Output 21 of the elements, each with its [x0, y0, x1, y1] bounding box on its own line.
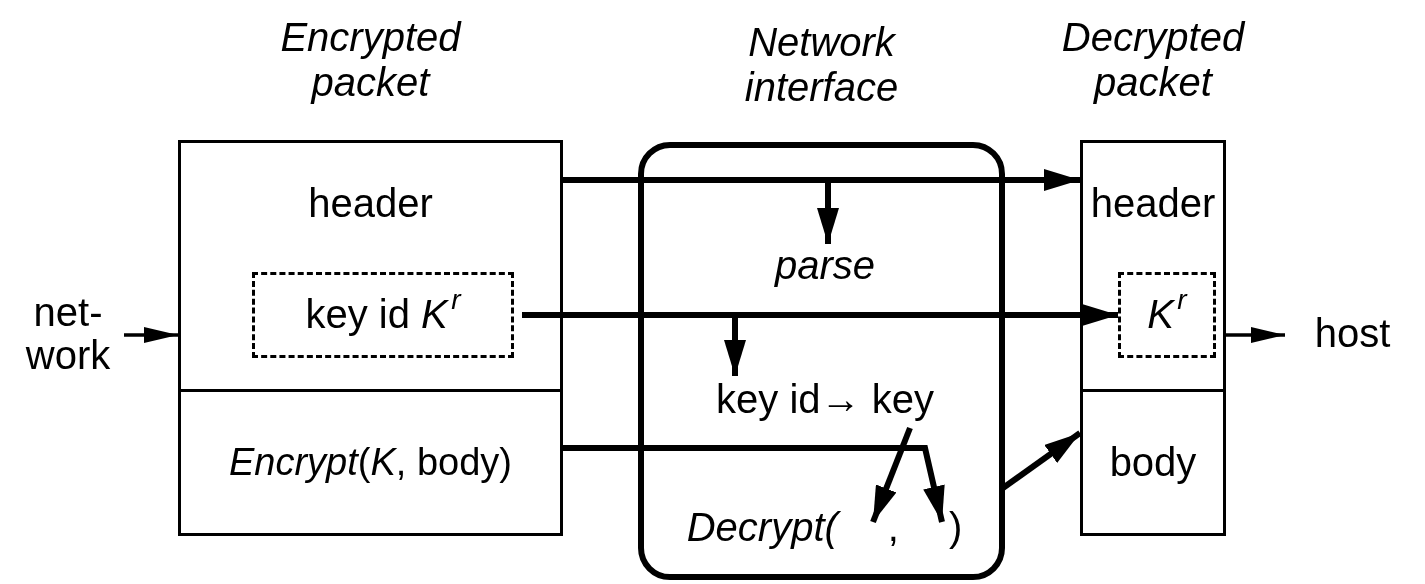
node-text: ,: [887, 505, 899, 550]
heading: Encrypted packet: [279, 15, 463, 105]
node-text: host: [1314, 312, 1391, 356]
arrow: [870, 426, 913, 524]
node-text: key id K$^{r}$: [305, 293, 461, 337]
node-text: header: [1090, 182, 1216, 226]
heading: Decrypted packet: [1060, 15, 1247, 105]
node-text: header: [308, 182, 433, 226]
node-text: Encrypt(K, body): [229, 442, 512, 483]
node-text: key id→ key: [716, 378, 934, 422]
node-text: net- work: [24, 290, 112, 378]
node-text: body: [1109, 440, 1197, 485]
key-field-box: [252, 272, 514, 358]
node-text: K$^{r}$: [1147, 293, 1187, 337]
key-field-box: [1118, 272, 1216, 358]
heading: Network interface: [743, 20, 900, 110]
node-text: ): [948, 505, 963, 550]
arrow: [1226, 327, 1285, 343]
arrow: [124, 327, 178, 343]
node-text: parse: [774, 244, 876, 288]
arrow: [563, 445, 945, 523]
